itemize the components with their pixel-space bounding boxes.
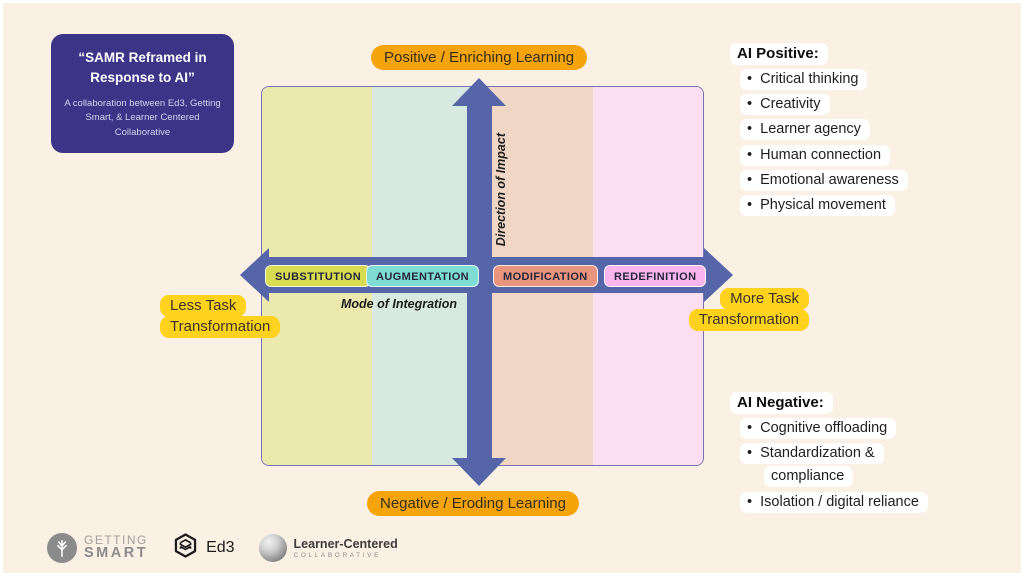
- hexagon-layers-icon: [172, 532, 199, 564]
- badge-line: Transformation: [160, 316, 281, 338]
- getting-smart-logo: GETTING SMART: [47, 533, 148, 563]
- chip-modification: MODIFICATION: [493, 265, 598, 287]
- ai-negative-heading: AI Negative:: [730, 392, 833, 414]
- badge-line: More Task: [720, 288, 809, 310]
- learner-centered-collaborative-logo: Learner-Centered COLLABORATIVE: [258, 534, 398, 562]
- positive-learning-badge: Positive / Enriching Learning: [371, 45, 588, 70]
- list-item: • Cognitive offloading: [740, 417, 980, 440]
- partner-logos: GETTING SMART Ed3 Learner-Centered COLLA…: [47, 532, 398, 564]
- list-item: • Creativity: [740, 93, 980, 116]
- list-item: • Learner agency: [740, 118, 980, 141]
- getting-smart-wordmark-bottom: SMART: [84, 545, 149, 562]
- ed3-wordmark: Ed3: [206, 539, 235, 556]
- ed3-logo: Ed3: [172, 532, 235, 564]
- tree-icon: [47, 533, 77, 563]
- ai-negative-block: AI Negative: • Cognitive offloading• Sta…: [730, 392, 980, 516]
- ai-positive-heading: AI Positive:: [730, 43, 828, 65]
- arrow-left-icon: [240, 248, 269, 302]
- diagram-subtitle: A collaboration between Ed3, Getting Sma…: [64, 98, 221, 138]
- horizontal-axis-caption: Mode of Integration: [341, 297, 457, 311]
- badge-line: Transformation: [688, 309, 809, 331]
- ai-negative-list: • Cognitive offloading• Standardization …: [740, 417, 980, 514]
- getting-smart-wordmark-top: GETTING: [84, 533, 148, 548]
- lcc-wordmark-bottom: COLLABORATIVE: [293, 551, 382, 559]
- chip-redefinition: REDEFINITION: [604, 265, 707, 287]
- arrow-up-icon: [452, 78, 506, 106]
- more-task-transformation-badge: More Task Transformation: [688, 288, 809, 331]
- chip-substitution: SUBSTITUTION: [265, 265, 372, 287]
- ai-positive-block: AI Positive: • Critical thinking• Creati…: [730, 43, 980, 219]
- list-item: • Standardization &compliance: [740, 442, 980, 488]
- list-item: • Isolation / digital reliance: [740, 491, 980, 514]
- negative-learning-badge: Negative / Eroding Learning: [367, 491, 579, 516]
- vertical-axis-caption: Direction of Impact: [494, 133, 508, 247]
- less-task-transformation-badge: Less Task Transformation: [160, 295, 281, 338]
- ai-positive-list: • Critical thinking• Creativity• Learner…: [740, 68, 980, 217]
- lcc-wordmark-top: Learner-Centered: [293, 536, 398, 551]
- diagram-title: “SAMR Reframed in Response to AI”: [78, 50, 207, 85]
- list-item: • Human connection: [740, 144, 980, 167]
- list-item: • Emotional awareness: [740, 169, 980, 192]
- badge-line: Less Task: [160, 295, 247, 317]
- arrow-down-icon: [452, 458, 506, 486]
- list-item: • Critical thinking: [740, 68, 980, 91]
- sphere-icon: [258, 534, 287, 562]
- title-card: “SAMR Reframed in Response to AI” A coll…: [51, 34, 234, 153]
- list-item: • Physical movement: [740, 194, 980, 217]
- chip-augmentation: AUGMENTATION: [366, 265, 479, 287]
